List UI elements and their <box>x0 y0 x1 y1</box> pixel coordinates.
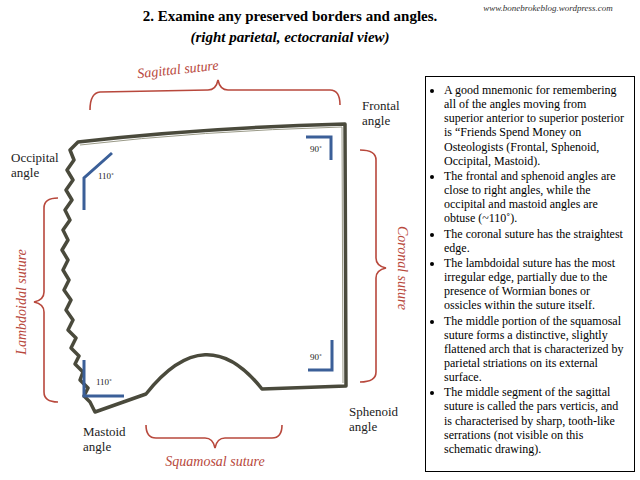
bullet-note: A good mnemonic for remembering all of t… <box>444 83 628 168</box>
angle-marks <box>84 137 332 396</box>
suture-brackets <box>34 80 386 448</box>
subtitle: (right parietal, ectocranial view) <box>190 29 389 46</box>
suture-label: Lambdoidal suture <box>14 249 30 355</box>
parietal-outline-inner <box>80 127 343 383</box>
suture-label: Squamosal suture <box>165 454 264 470</box>
coronal-bracket <box>360 150 386 382</box>
sphenoid-angle-mark <box>308 340 332 370</box>
bullet-note: The lambdoidal suture has the most irreg… <box>444 256 628 313</box>
notes-box: A good mnemonic for remembering all of t… <box>425 76 635 472</box>
bullet-note: The middle segment of the sagittal sutur… <box>444 385 628 456</box>
parietal-outline <box>62 124 346 412</box>
bullet-note: The middle portion of the squamosal sutu… <box>444 314 628 385</box>
angle-value: 90˚ <box>310 144 322 154</box>
suture-label: Sagittal suture <box>137 58 220 83</box>
squamosal-bracket <box>146 425 282 448</box>
angle-label: Occipital angle <box>11 151 69 181</box>
mastoid-angle-mark <box>84 360 124 396</box>
lambdoidal-bracket <box>34 198 58 402</box>
angle-value: 110˚ <box>96 377 112 387</box>
bullet-note: The frontal and sphenoid angles are clos… <box>444 169 628 226</box>
frontal-angle-mark <box>306 137 331 160</box>
occipital-angle-mark <box>84 153 112 210</box>
angle-value: 110˚ <box>98 171 114 181</box>
bullet-list: A good mnemonic for remembering all of t… <box>426 77 634 461</box>
suture-label: Coronal suture <box>394 226 410 310</box>
sagittal-bracket <box>90 80 340 110</box>
angle-label: Frontal angle <box>362 99 414 129</box>
angle-value: 90˚ <box>310 352 322 362</box>
angle-label: Mastoid angle <box>83 425 141 455</box>
watermark: www.bonebrokeblog.wordpress.com <box>483 3 613 13</box>
angle-label: Sphenoid angle <box>349 405 407 435</box>
bullet-note: The coronal suture has the straightest e… <box>444 227 628 255</box>
